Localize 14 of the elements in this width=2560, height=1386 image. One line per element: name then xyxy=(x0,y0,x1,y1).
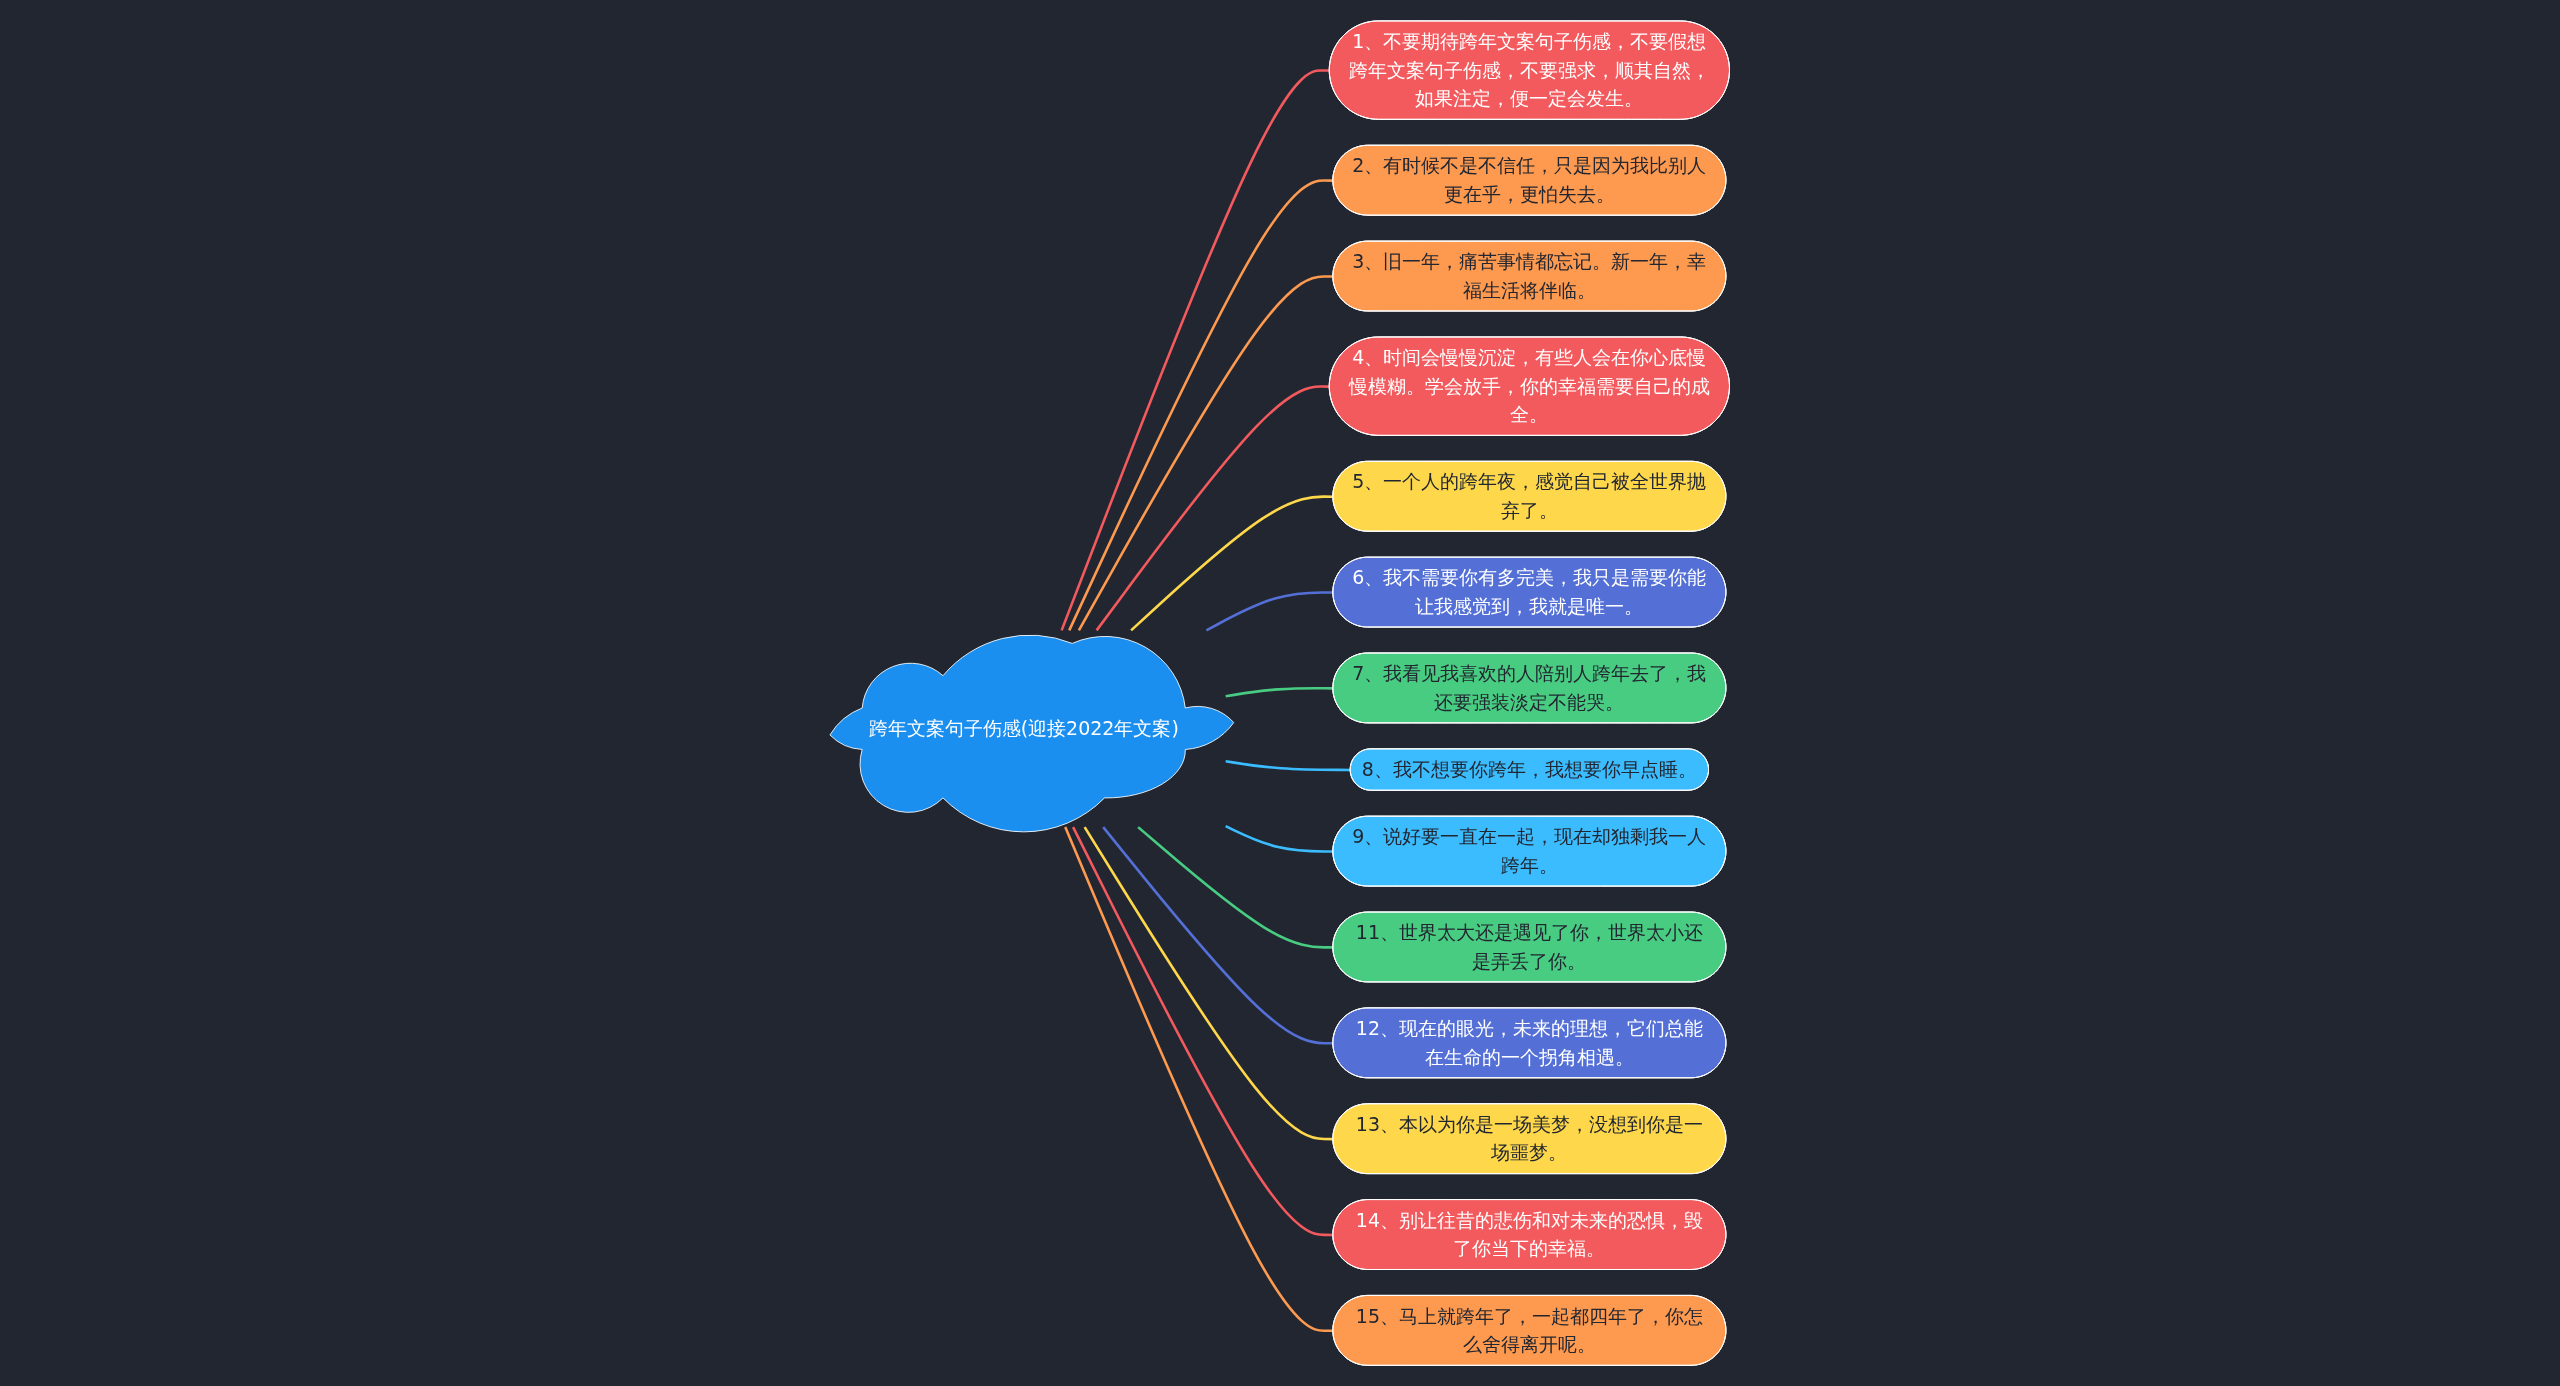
connector xyxy=(1225,686,1334,698)
connector xyxy=(1060,69,1331,631)
connector xyxy=(1064,826,1334,1332)
connector xyxy=(1137,826,1334,949)
connector xyxy=(1083,826,1334,1141)
connector xyxy=(1068,179,1334,631)
connector xyxy=(1078,275,1334,631)
connector xyxy=(1095,385,1331,632)
connector xyxy=(1072,826,1334,1237)
connector xyxy=(1225,759,1351,772)
connector xyxy=(1102,826,1334,1045)
connector xyxy=(1130,495,1334,632)
connector xyxy=(1206,591,1334,632)
connector xyxy=(1225,824,1334,853)
